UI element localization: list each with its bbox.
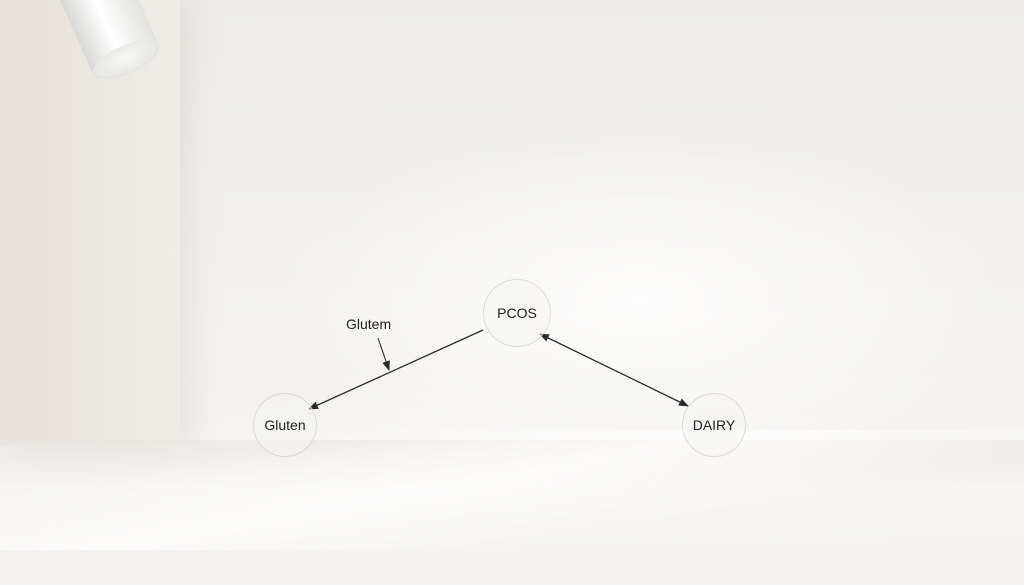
node-gluten: Gluten — [253, 393, 317, 457]
edge-label-glutem: Glutem — [346, 316, 392, 332]
left-wall — [0, 0, 180, 445]
node-pcos-label: PCOS — [497, 305, 537, 321]
edge-pcos-dairy — [539, 333, 689, 407]
edge-pcos-gluten — [308, 329, 484, 410]
node-pcos: PCOS — [483, 279, 551, 347]
node-dairy-label: DAIRY — [692, 417, 736, 433]
node-gluten-label: Gluten — [264, 417, 306, 433]
label-pointer-arrow — [377, 337, 390, 371]
light-beam — [0, 430, 1024, 550]
node-dairy: DAIRY — [682, 393, 746, 457]
